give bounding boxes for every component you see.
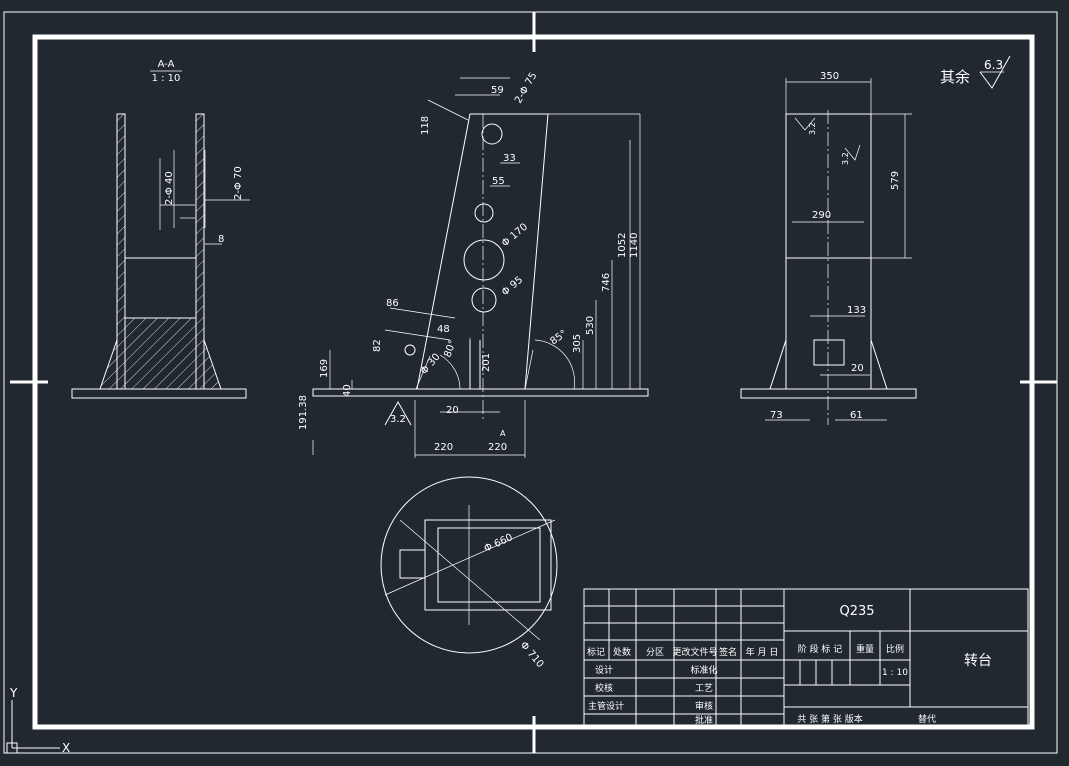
header-change-doc: 更改文件号 — [672, 646, 717, 658]
header-mark: 标记 — [587, 646, 605, 658]
dim-20: 20 — [446, 405, 459, 416]
header-zone: 分区 — [646, 647, 664, 658]
part-name: 转台 — [964, 653, 992, 669]
dim-350: 350 — [820, 71, 839, 82]
dim-2phi75: 2-Φ 75 — [513, 71, 539, 106]
dim-85deg: 85° — [548, 328, 569, 347]
dim-1052: 1052 — [617, 233, 628, 258]
dim-20-side: 20 — [851, 363, 864, 374]
label-chief: 主管设计 — [588, 700, 624, 712]
dim-48: 48 — [437, 324, 450, 335]
dim-phi95: Φ 95 — [500, 275, 525, 299]
dim-86: 86 — [386, 298, 399, 309]
axis-x-label: X — [62, 741, 70, 755]
dim-82: 82 — [372, 339, 383, 352]
dim-746: 746 — [601, 273, 612, 292]
roughness-symbol — [979, 55, 1011, 89]
weight-header: 重量 — [856, 643, 874, 655]
dim-2phi70: 2-Φ 70 — [233, 166, 244, 200]
weld-3-2-a: 3.2 — [808, 122, 817, 135]
label-standardization: 标准化 — [690, 664, 717, 676]
section-marker-a: A — [500, 429, 506, 438]
dim-40: 40 — [342, 384, 353, 397]
label-process: 工艺 — [695, 683, 713, 694]
scale-value: 1 : 10 — [882, 668, 908, 678]
header-date: 年 月 日 — [746, 646, 779, 658]
label-approve: 批准 — [695, 714, 713, 726]
dim-55: 55 — [492, 176, 505, 187]
front-view: 59 2-Φ 75 118 33 55 Φ 170 Φ 95 86 48 82 … — [298, 71, 649, 458]
dim-80deg: 80° — [442, 339, 458, 359]
dim-59: 59 — [491, 85, 504, 96]
dim-61: 61 — [850, 410, 863, 421]
header-count: 处数 — [613, 646, 631, 658]
label-checker: 校核 — [595, 682, 613, 694]
dim-8: 8 — [218, 234, 224, 245]
dim-579: 579 — [890, 171, 901, 190]
label-review: 审核 — [695, 700, 713, 712]
dim-290: 290 — [812, 210, 831, 221]
dim-33: 33 — [503, 153, 516, 164]
header-signature: 签名 — [719, 646, 737, 658]
dim-73: 73 — [770, 410, 783, 421]
label-sheets: 共 张 第 张 版本 — [797, 713, 862, 725]
dim-220-left: 220 — [434, 442, 453, 453]
dim-phi660: Φ 660 — [483, 532, 515, 555]
dim-118: 118 — [420, 116, 431, 135]
dim-191-38: 191.38 — [298, 395, 309, 430]
dim-201: 201 — [481, 353, 492, 372]
section-label-name: A-A — [158, 59, 175, 70]
label-designer: 设计 — [595, 664, 613, 676]
scale-header: 比例 — [886, 643, 904, 655]
dim-530: 530 — [585, 316, 596, 335]
dim-133: 133 — [847, 305, 866, 316]
section-label-scale: 1 : 10 — [152, 73, 181, 84]
axis-y-label: Y — [9, 686, 18, 700]
dim-220-right: 220 — [488, 442, 507, 453]
roughness-3-2: 3.2 — [390, 414, 406, 425]
dim-169: 169 — [319, 359, 330, 378]
dim-phi30: Φ 30 — [419, 352, 443, 377]
label-replace: 替代 — [918, 713, 936, 725]
dim-2phi40: 2-Φ 40 — [164, 171, 175, 205]
dim-phi710: Φ 710 — [518, 640, 546, 670]
roughness-prefix: 其余 — [940, 68, 970, 86]
stage-header: 阶 段 标 记 — [798, 643, 843, 655]
title-block: Q235 转台 比例 1 : 10 阶 段 标 记 重量 标记 处数 分区 更改… — [583, 588, 1029, 726]
material: Q235 — [839, 604, 874, 619]
side-view: 350 579 290 133 20 73 61 3.2 3.2 — [740, 71, 917, 425]
dim-1140: 1140 — [629, 233, 640, 258]
weld-3-2-b: 3.2 — [841, 152, 850, 165]
roughness-value: 6.3 — [984, 58, 1003, 72]
top-view: Φ 660 Φ 710 — [380, 476, 558, 670]
ucs-icon: Y X — [6, 686, 70, 755]
section-view: 2-Φ 40 2-Φ 70 8 — [71, 113, 250, 399]
dim-phi170: Φ 170 — [500, 221, 530, 249]
dim-305: 305 — [572, 334, 583, 353]
